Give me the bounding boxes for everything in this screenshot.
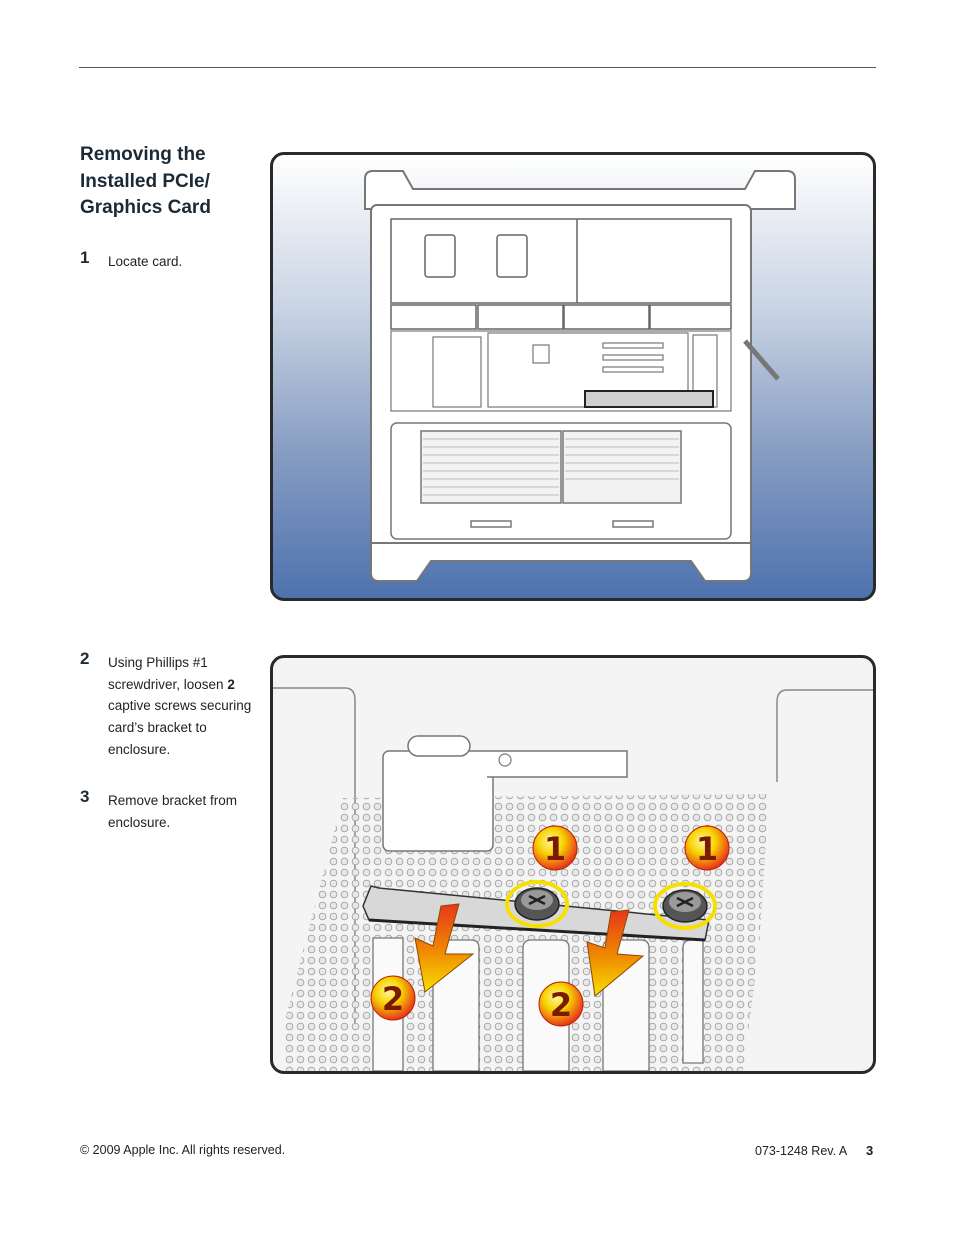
footer-copyright: © 2009 Apple Inc. All rights reserved. xyxy=(80,1143,286,1157)
step-text: Locate card. xyxy=(108,254,183,269)
figure-bracket-screws: 1 1 2 2 xyxy=(270,655,876,1074)
footer-doc-number: 073-1248 Rev. A xyxy=(755,1144,848,1158)
figure-mac-pro-interior xyxy=(270,152,876,601)
section-title: Removing the Installed PCIe/ Graphics Ca… xyxy=(80,144,211,218)
step-number: 3 xyxy=(80,787,90,806)
step-text-part: Using Phillips #1 screwdriver, loosen xyxy=(108,655,228,692)
step-number: 1 xyxy=(80,248,90,267)
footer-page-number: 3 xyxy=(866,1143,874,1158)
callout-label: 1 xyxy=(544,830,566,868)
step-text: Using Phillips #1 screwdriver, loosen 2 … xyxy=(108,652,253,761)
top-rule xyxy=(79,67,876,68)
step-text: Remove bracket from enclosure. xyxy=(108,793,238,830)
callout-label: 2 xyxy=(382,980,404,1018)
mac-pro-illustration xyxy=(364,170,796,582)
step-text-bold: 2 xyxy=(227,676,235,692)
callout-label: 1 xyxy=(696,830,718,868)
step-number: 2 xyxy=(80,649,90,668)
bracket-illustration: 1 1 2 2 xyxy=(273,687,873,1071)
step-text-part: captive screws securing card’s bracket t… xyxy=(108,698,252,757)
callout-label: 2 xyxy=(550,986,572,1024)
